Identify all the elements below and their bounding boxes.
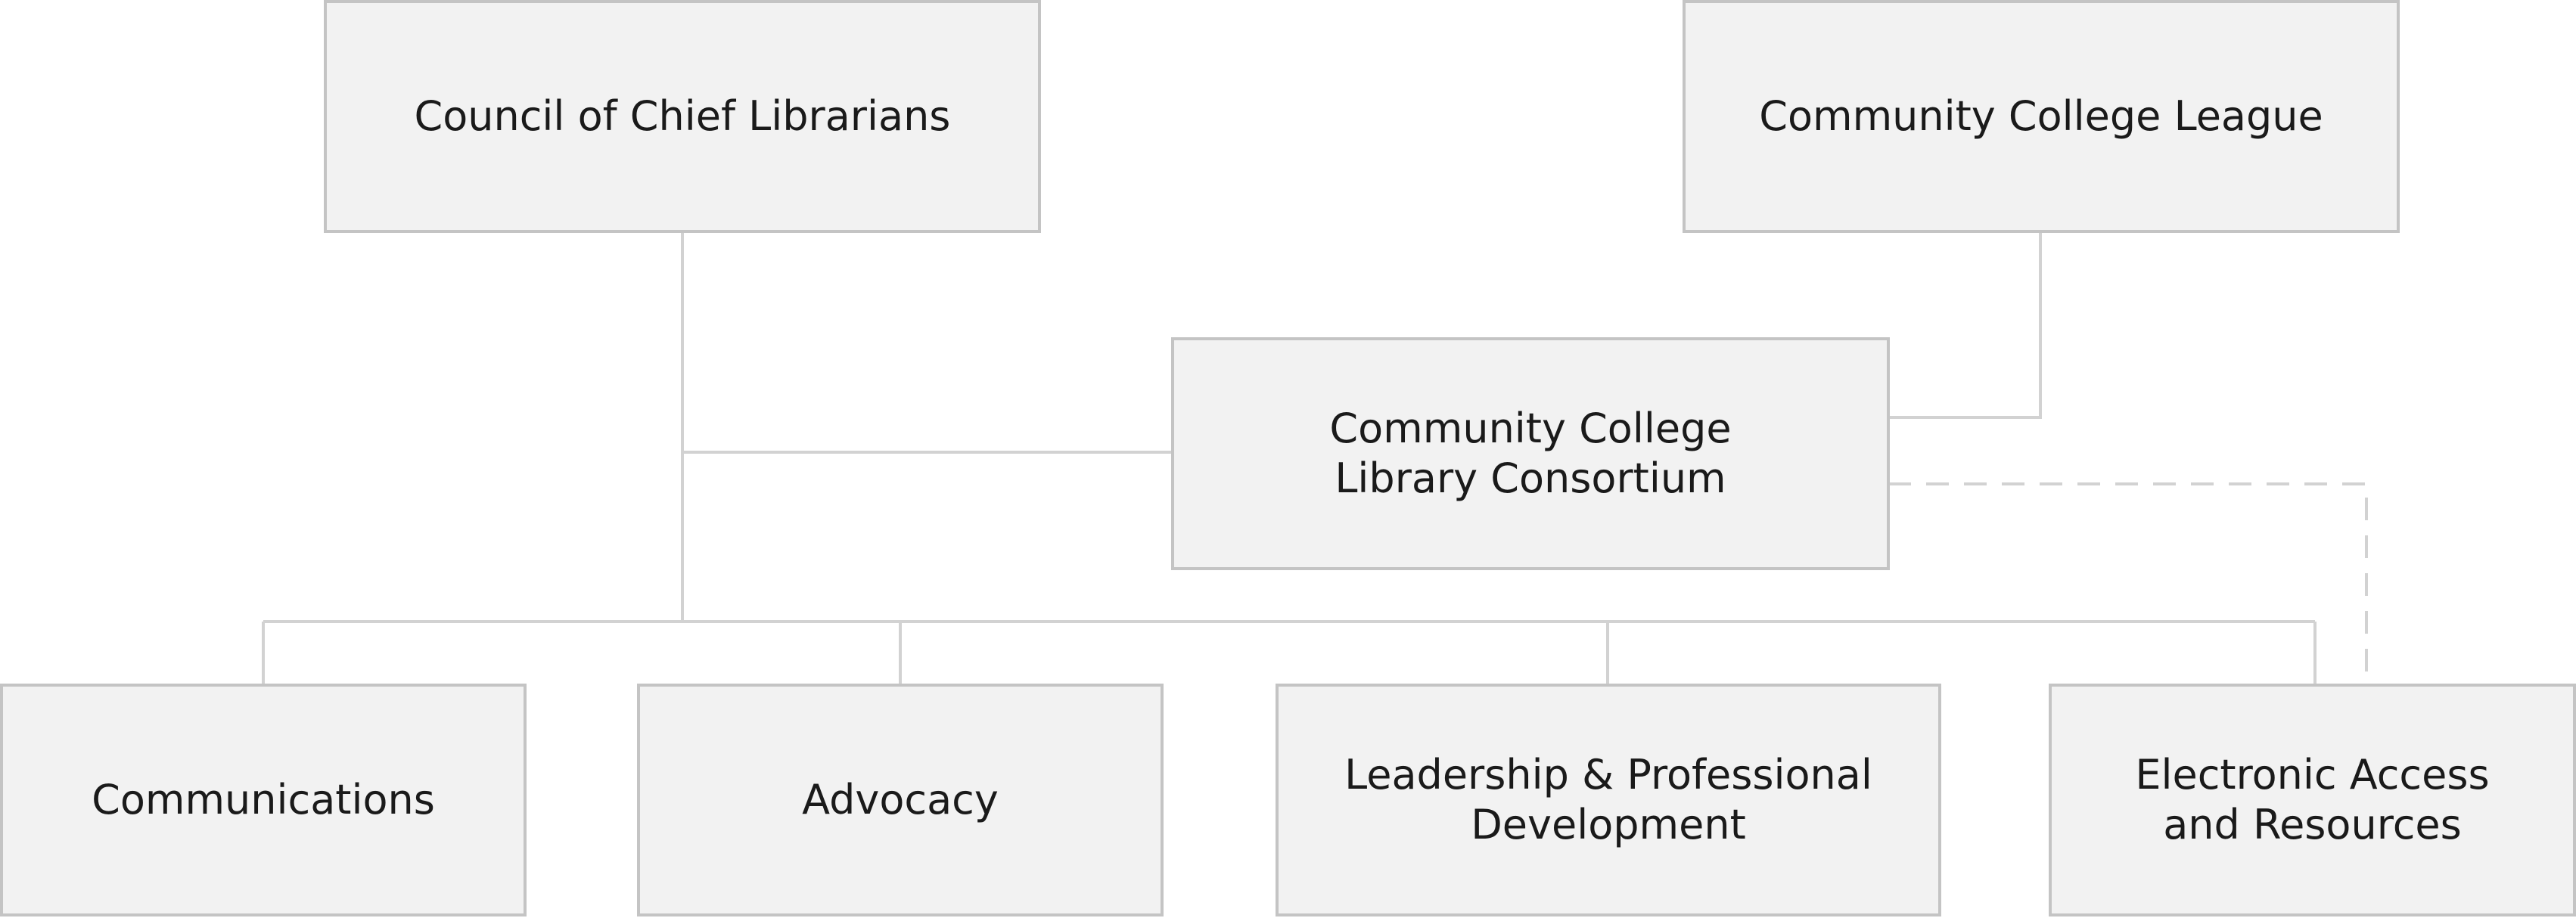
committee-electronic-access-box: Electronic Access and Resources: [2049, 684, 2576, 916]
connector-league-to-consortium: [1888, 231, 2042, 419]
council-of-chief-librarians-box: Council of Chief Librarians: [324, 0, 1041, 233]
committee-leadership-box: Leadership & Professional Development: [1276, 684, 1941, 916]
library-consortium-label: Community College Library Consortium: [1329, 405, 1732, 502]
community-college-league-box: Community College League: [1683, 0, 2400, 233]
community-college-league-label: Community College League: [1759, 92, 2323, 140]
committee-communications-box: Communications: [0, 684, 527, 916]
committee-leadership-label: Leadership & Professional Development: [1344, 751, 1872, 848]
council-of-chief-librarians-label: Council of Chief Librarians: [414, 92, 951, 140]
committee-advocacy-label: Advocacy: [802, 776, 999, 823]
committee-advocacy-box: Advocacy: [637, 684, 1164, 916]
committee-communications-label: Communications: [92, 776, 435, 823]
library-consortium-box: Community College Library Consortium: [1171, 337, 1890, 570]
committee-electronic-access-label: Electronic Access and Resources: [2135, 751, 2490, 848]
connector-consortium-to-electronic-access-dashed: [1888, 482, 2368, 685]
